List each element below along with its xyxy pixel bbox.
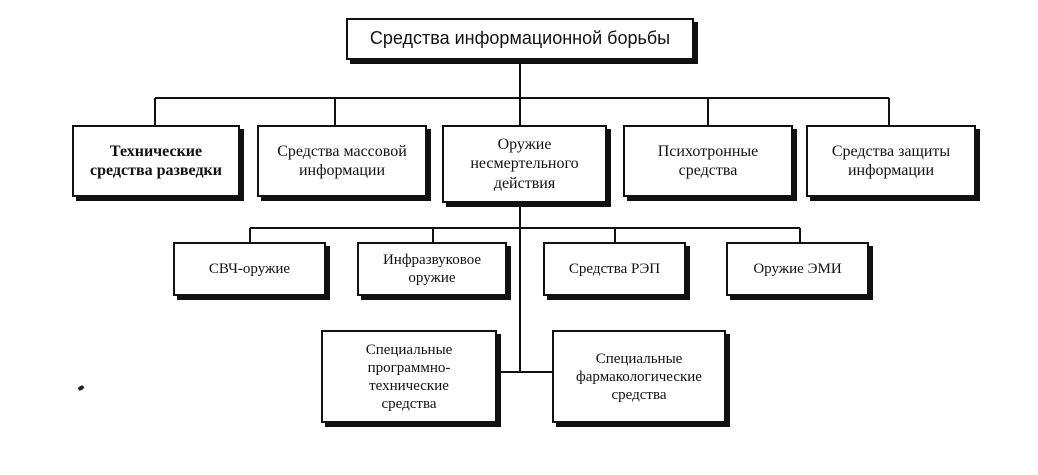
node-mass-media: Средства массовой информации (257, 125, 427, 197)
node-information-protection-label: Средства защиты информации (831, 142, 951, 179)
node-non-lethal-weapons: Оружие несмертельного действия (442, 125, 607, 203)
node-technical-reconnaissance: Технические средства разведки (72, 125, 240, 197)
node-software-hardware-means-label: Специальные программно-технические средс… (365, 341, 453, 412)
node-microwave-weapons-label: СВЧ-оружие (208, 261, 291, 277)
node-non-lethal-weapons-label: Оружие несмертельного действия (470, 136, 579, 192)
node-pharmacological-means: Специальные фармакологические средства (552, 330, 726, 423)
node-rep-means-label: Средства РЭП (568, 261, 661, 277)
root-node: Средства информационной борьбы (346, 18, 694, 60)
node-pharmacological-means-label: Специальные фармакологические средства (576, 350, 702, 403)
node-software-hardware-means: Специальные программно-технические средс… (321, 330, 497, 423)
node-psychotronic-label: Психотронные средства (657, 142, 759, 179)
node-technical-reconnaissance-label: Технические средства разведки (90, 142, 222, 179)
node-infrasound-weapons-label: Инфразвуковое оружие (382, 252, 482, 286)
node-information-protection: Средства защиты информации (806, 125, 976, 197)
node-rep-means: Средства РЭП (543, 242, 686, 296)
node-microwave-weapons: СВЧ-оружие (173, 242, 326, 296)
root-node-label: Средства информационной борьбы (369, 28, 671, 49)
node-psychotronic: Психотронные средства (623, 125, 793, 197)
node-mass-media-label: Средства массовой информации (277, 142, 407, 179)
node-emp-weapons-label: Оружие ЭМИ (753, 261, 842, 277)
node-infrasound-weapons: Инфразвуковое оружие (357, 242, 507, 296)
node-emp-weapons: Оружие ЭМИ (726, 242, 869, 296)
